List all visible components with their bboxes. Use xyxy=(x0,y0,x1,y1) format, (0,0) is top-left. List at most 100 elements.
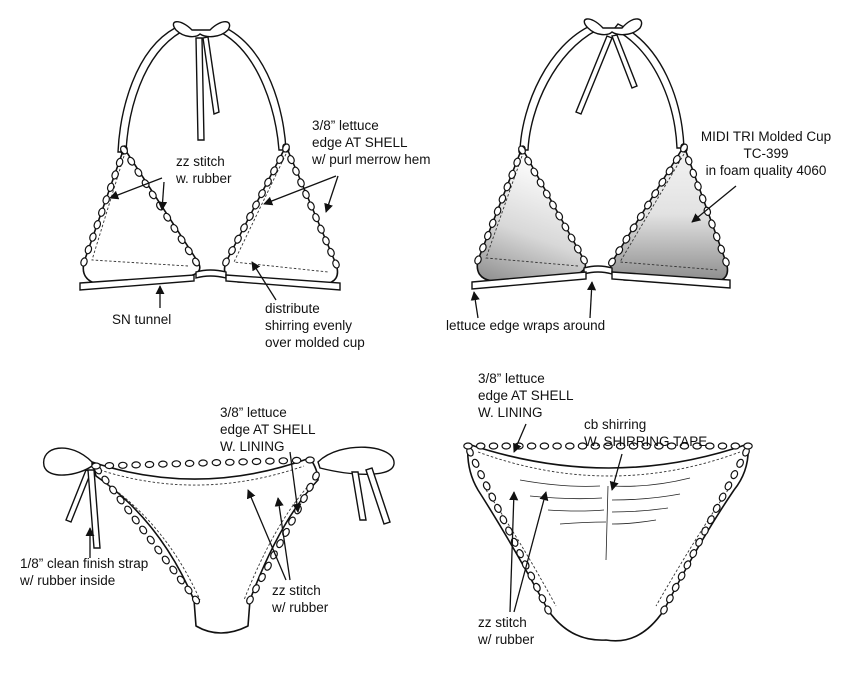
ruffle-scallop xyxy=(564,442,575,450)
bottom-front-leg-stitch xyxy=(103,481,311,601)
leader-lettuce-back xyxy=(513,423,527,453)
band-center xyxy=(195,269,227,279)
ruffle-scallop xyxy=(102,195,110,205)
ruffle-scallop xyxy=(518,145,526,155)
ruffle-scallop xyxy=(651,189,660,199)
ruffle-scallop xyxy=(666,594,674,604)
ruffle-scallop xyxy=(192,257,200,267)
ruffle-scallop xyxy=(302,189,310,200)
ruffle-scallop xyxy=(615,246,624,256)
ruffle-scallop xyxy=(184,246,193,256)
ruffle-scallop xyxy=(291,456,302,465)
ruffle-scallop xyxy=(307,201,315,211)
ruffle-scallop xyxy=(222,257,230,267)
ruffle-scallop xyxy=(717,442,728,450)
ruffle-scallop xyxy=(603,442,613,450)
ruffle-scallop xyxy=(722,257,730,267)
ruffle-scallop xyxy=(527,571,536,581)
ruffle-scallop xyxy=(704,442,715,450)
label-lettuce-wraps: lettuce edge wraps around xyxy=(446,318,606,333)
ruffle-scallop xyxy=(80,257,88,267)
side-tie-left-tail-b xyxy=(87,469,101,549)
ruffle-scallop xyxy=(712,503,721,513)
ruffle-scallop xyxy=(499,515,508,525)
ruffle-scallop xyxy=(264,177,272,187)
ruffle-scallop xyxy=(264,561,272,571)
band-left-2 xyxy=(471,271,587,290)
top-front-view xyxy=(79,21,341,291)
ruffle-scallop xyxy=(288,516,296,526)
ruffle-scallop xyxy=(718,492,727,502)
ruffle-scallop xyxy=(146,535,155,545)
band-left xyxy=(79,274,195,291)
ruffle-scallop xyxy=(238,458,248,466)
ruffle-scallop xyxy=(708,219,716,229)
ruffle-scallop xyxy=(184,459,195,468)
ruffle-scallop xyxy=(463,442,473,450)
ruffle-scallop xyxy=(577,442,588,450)
ruffle-scallop xyxy=(539,442,550,450)
ruffle-scallop xyxy=(184,585,193,595)
ruffle-scallop xyxy=(120,145,128,155)
ruffle-scallop xyxy=(677,571,686,581)
ruffle-scallop xyxy=(228,246,236,256)
ruffle-scallop xyxy=(158,460,168,468)
leader-zz-back-a xyxy=(509,491,519,613)
ruffle-scallop xyxy=(608,257,616,267)
ruffle-scallop xyxy=(544,605,552,615)
ruffle-scallop xyxy=(644,200,652,210)
ruffle-scallop xyxy=(538,594,547,604)
side-tie-right-bow xyxy=(317,446,395,475)
bottom-front-body xyxy=(91,457,319,634)
top-molded-view xyxy=(471,18,731,290)
ruffle-scallop xyxy=(84,244,93,255)
bow-tail-right xyxy=(202,36,220,115)
ruffle-scallop xyxy=(252,584,260,594)
halter-strap-right-2 xyxy=(612,23,685,149)
ruffle-scallop xyxy=(104,461,115,470)
ruffle-scallop xyxy=(276,539,284,549)
ruffle-scallop xyxy=(698,194,707,204)
ruffle-scallop xyxy=(666,442,677,450)
ruffle-scallop xyxy=(98,207,106,217)
ruffle-scallop xyxy=(265,457,275,465)
ruffle-scallop xyxy=(246,595,254,605)
ruffle-scallop xyxy=(118,461,128,469)
ruffle-scallop xyxy=(139,525,148,535)
ruffle-scallop xyxy=(109,485,118,495)
bow-tail-left xyxy=(195,37,205,141)
ruffle-scallop xyxy=(712,232,721,242)
ruffle-scallop xyxy=(743,442,753,450)
leader-lettuce-top-b xyxy=(324,175,339,213)
ruffle-scallop xyxy=(552,442,562,450)
ruffle-scallop xyxy=(177,235,186,245)
ruffle-scallop xyxy=(89,232,97,242)
leader-lettuce-top-a xyxy=(263,175,337,206)
ruffle-scallop xyxy=(683,560,692,570)
ruffle-scallop xyxy=(305,456,315,464)
ruffle-scallop xyxy=(484,230,492,241)
ruffle-scallop xyxy=(312,212,320,223)
ruffle-scallop xyxy=(679,442,690,450)
ruffle-scallop xyxy=(658,177,667,187)
bottom-front-waist-stitch xyxy=(99,465,305,486)
leader-wraps-a xyxy=(470,291,480,319)
ruffle-scallop xyxy=(322,236,330,246)
ruffle-scallop xyxy=(154,545,163,555)
ruffle-scallop xyxy=(252,200,260,210)
ruffle-scallop xyxy=(730,442,741,450)
ruffle-scallop xyxy=(549,200,557,210)
ruffle-scallop xyxy=(198,459,208,467)
ruffle-scallop xyxy=(590,442,601,450)
ruffle-scallop xyxy=(513,157,521,167)
band-center-2 xyxy=(583,265,613,275)
ruffle-scallop xyxy=(297,178,305,188)
ruffle-scallop xyxy=(234,234,242,244)
ruffle-scallop xyxy=(171,460,182,468)
ruffle-scallop xyxy=(161,555,170,565)
ruffle-scallop xyxy=(516,549,524,559)
ruffle-scallop xyxy=(276,154,284,164)
ruffle-scallop xyxy=(292,166,300,176)
